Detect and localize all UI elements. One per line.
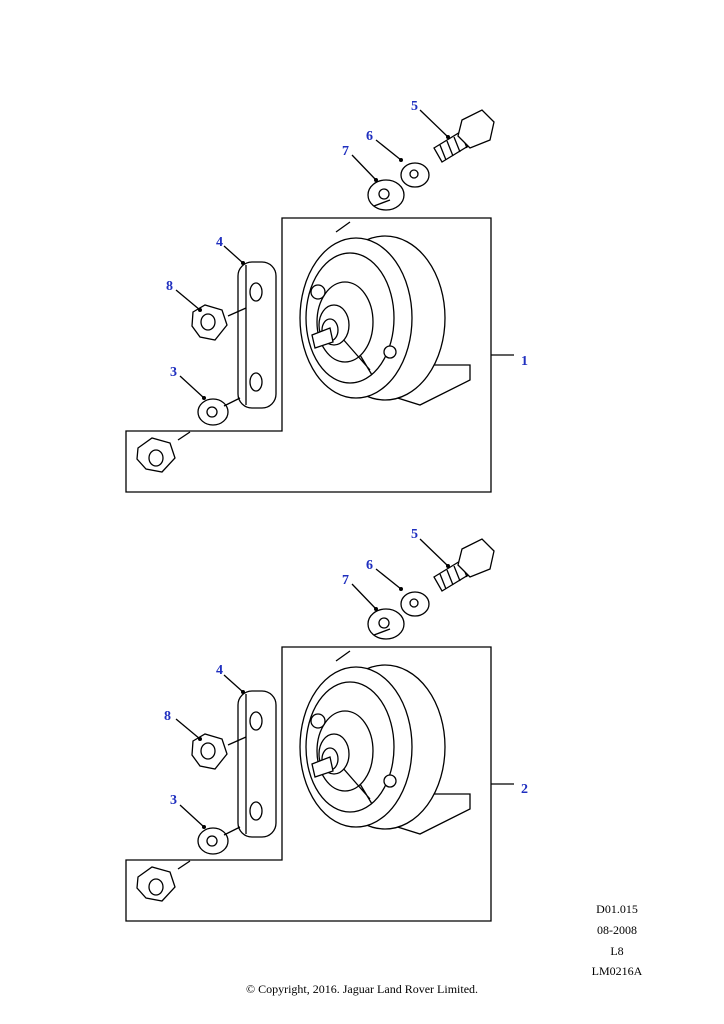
callout-bracket: 4 — [216, 235, 223, 250]
callout-flat-washer: 7 — [342, 573, 349, 588]
callout-spring-washer: 6 — [366, 129, 373, 144]
callout-assembly: 2 — [521, 782, 528, 797]
callout-washer-lower: 3 — [170, 793, 177, 808]
reference-code: D01.015 — [596, 902, 638, 916]
reference-level: L8 — [610, 944, 624, 958]
callout-assembly: 1 — [521, 354, 528, 369]
callout-flat-washer: 7 — [342, 144, 349, 159]
assembly-1: 5 6 7 4 8 3 1 — [125, 99, 528, 493]
callout-washer-lower: 3 — [170, 365, 177, 380]
copyright-notice: © Copyright, 2016. Jaguar Land Rover Lim… — [245, 982, 479, 996]
callout-nut-upper: 8 — [164, 709, 171, 724]
callout-bolt: 5 — [411, 99, 418, 114]
callout-bracket: 4 — [216, 663, 223, 678]
callout-nut-upper: 8 — [166, 279, 173, 294]
assembly-2: 5 6 7 4 8 3 2 — [125, 527, 528, 922]
callout-spring-washer: 6 — [366, 558, 373, 573]
reference-date: 08-2008 — [597, 923, 637, 937]
callout-bolt: 5 — [411, 527, 418, 542]
illustration-id: LM0216A — [591, 964, 643, 978]
